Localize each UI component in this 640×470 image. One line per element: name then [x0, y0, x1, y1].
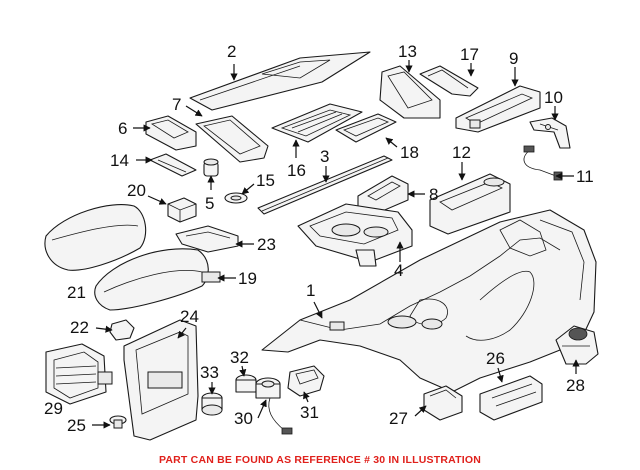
callout-28: 28: [566, 376, 585, 395]
part-10-bracket: [529, 117, 571, 149]
part-2-trim-panel: [189, 51, 371, 111]
callout-31: 31: [300, 403, 319, 422]
callout-12: 12: [452, 143, 471, 162]
callout-17: 17: [460, 45, 479, 64]
callout-7: 7: [172, 95, 181, 114]
callout-30: 30: [234, 409, 253, 428]
callout-26: 26: [486, 349, 505, 368]
callout-23: 23: [257, 235, 276, 254]
callout-2: 2: [227, 42, 236, 61]
part-33-socket: [201, 392, 223, 416]
part-29-vent: [45, 343, 113, 405]
callout-14: 14: [110, 151, 129, 170]
part-31-switch: [287, 365, 325, 397]
part-27-switch: [423, 385, 463, 421]
part-26-switch-panel: [479, 375, 543, 421]
part-18-mat: [335, 113, 397, 143]
callout-29: 29: [44, 399, 63, 418]
callout-20: 20: [127, 181, 146, 200]
callout-3: 3: [320, 147, 329, 166]
callout-numbers: 1 2 3 4 5 6 7 8 9 10 11 12 13 14 15 16 1…: [44, 42, 594, 435]
part-32-socket: [235, 374, 257, 393]
callout-27: 27: [389, 409, 408, 428]
callout-25: 25: [67, 416, 86, 435]
callout-1: 1: [306, 281, 315, 300]
callout-11: 11: [576, 167, 594, 186]
callout-16: 16: [287, 161, 306, 180]
part-12-cupholder: [429, 173, 511, 235]
callout-5: 5: [205, 194, 214, 213]
callout-24: 24: [180, 307, 199, 326]
part-13-storage-tray: [379, 65, 441, 119]
part-21-armrest: [44, 204, 147, 271]
part-28-gear-selector: [555, 325, 599, 365]
callout-21: 21: [67, 283, 86, 302]
callout-33: 33: [200, 363, 219, 382]
part-4-cupholder-frame: [297, 203, 413, 267]
callout-10: 10: [544, 88, 563, 107]
part-11-cable: [523, 145, 563, 181]
leader-lines: [92, 60, 580, 429]
part-6-bin: [145, 115, 197, 151]
part-22-clip: [109, 319, 135, 341]
callout-8: 8: [429, 185, 438, 204]
part-30-socket: [255, 377, 293, 435]
callout-15: 15: [256, 171, 275, 190]
part-25-clip: [109, 415, 127, 429]
part-17-small-tray: [419, 65, 479, 97]
part-7-tray: [195, 115, 269, 163]
part-24-trim-panel: [123, 319, 199, 441]
footer-note: PART CAN BE FOUND AS REFERENCE # 30 IN I…: [159, 454, 481, 466]
callout-32: 32: [230, 348, 249, 367]
part-15-ring: [224, 192, 248, 204]
part-23-bracket: [175, 225, 239, 253]
part-20-box: [167, 197, 197, 223]
part-19-armrest-base: [94, 248, 221, 311]
callout-6: 6: [118, 119, 127, 138]
part-16-mat: [271, 103, 363, 143]
callout-4: 4: [394, 261, 403, 280]
callout-13: 13: [398, 42, 417, 61]
callout-18: 18: [400, 143, 419, 162]
part-9-trim-piece: [455, 85, 541, 133]
callout-19: 19: [238, 269, 257, 288]
part-3-strip: [257, 155, 393, 215]
part-5-button: [203, 158, 219, 177]
part-14-strip: [149, 153, 197, 177]
callout-22: 22: [70, 318, 89, 337]
callout-9: 9: [509, 49, 518, 68]
